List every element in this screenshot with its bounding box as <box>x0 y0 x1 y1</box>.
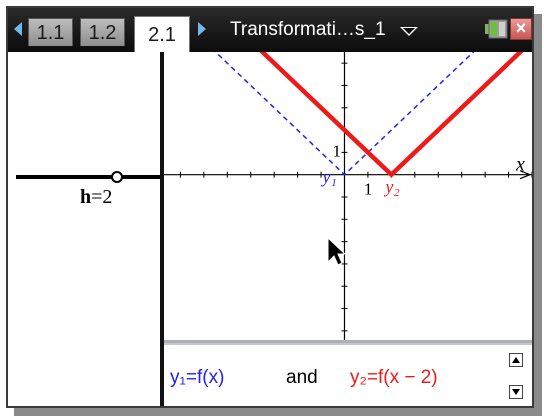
slider-equals: = <box>91 186 103 208</box>
graph-canvas[interactable]: x 1 1 y₁ y₂ <box>164 52 532 342</box>
and-text: and <box>286 367 318 388</box>
slider-track[interactable] <box>16 175 160 179</box>
title-bar: 1.1 1.2 2.1 Transformati…s_1 × <box>8 8 532 52</box>
slider-handle[interactable] <box>110 171 123 183</box>
y-tick-label-1: 1 <box>332 141 341 160</box>
pane-divider[interactable] <box>160 52 164 406</box>
graph-labels: x 1 1 y₁ y₂ <box>320 141 525 198</box>
slider-pane: h=2 <box>8 52 160 406</box>
x-axis-arrow <box>519 170 531 180</box>
function-plots[interactable] <box>164 52 532 178</box>
tab-2-1[interactable]: 2.1 <box>134 16 190 52</box>
close-icon[interactable]: × <box>510 18 532 40</box>
battery-icon <box>485 19 508 39</box>
y2-plot-line[interactable] <box>180 52 532 178</box>
slider-variable: h <box>80 186 92 208</box>
tab-1-1[interactable]: 1.1 <box>28 18 73 46</box>
x-axis-label: x <box>515 154 525 176</box>
axes <box>164 52 532 342</box>
scroll-up-icon[interactable] <box>509 353 523 367</box>
y2-expression[interactable]: y₂=f(x − 2) <box>350 367 438 388</box>
x-tick-label-1: 1 <box>364 180 373 199</box>
slider-label: h=2 <box>80 186 112 209</box>
y1-expression[interactable]: y₁=f(x) <box>170 367 225 388</box>
y1-plot-line[interactable] <box>164 52 532 176</box>
slider-value: 2 <box>102 186 113 208</box>
document-menu-chevron-down-icon[interactable] <box>400 27 418 36</box>
tab-scroll-left-icon[interactable] <box>14 22 22 36</box>
y1-graph-label[interactable]: y₁ <box>320 167 336 187</box>
tab-scroll-right-icon[interactable] <box>198 22 206 36</box>
entry-line[interactable]: y₁=f(x) and y₂=f(x − 2) <box>164 343 532 406</box>
y2-graph-label[interactable]: y₂ <box>383 177 399 197</box>
tab-1-2[interactable]: 1.2 <box>80 18 125 46</box>
scroll-down-icon[interactable] <box>509 385 523 399</box>
document-title[interactable]: Transformati…s_1 <box>230 19 386 40</box>
mouse-cursor-icon <box>327 236 347 266</box>
graph-pane[interactable]: x 1 1 y₁ y₂ <box>164 52 532 342</box>
calculator-window: 1.1 1.2 2.1 Transformati…s_1 × h=2 x 1 1… <box>6 6 534 408</box>
graph-bottom-border <box>164 340 532 343</box>
